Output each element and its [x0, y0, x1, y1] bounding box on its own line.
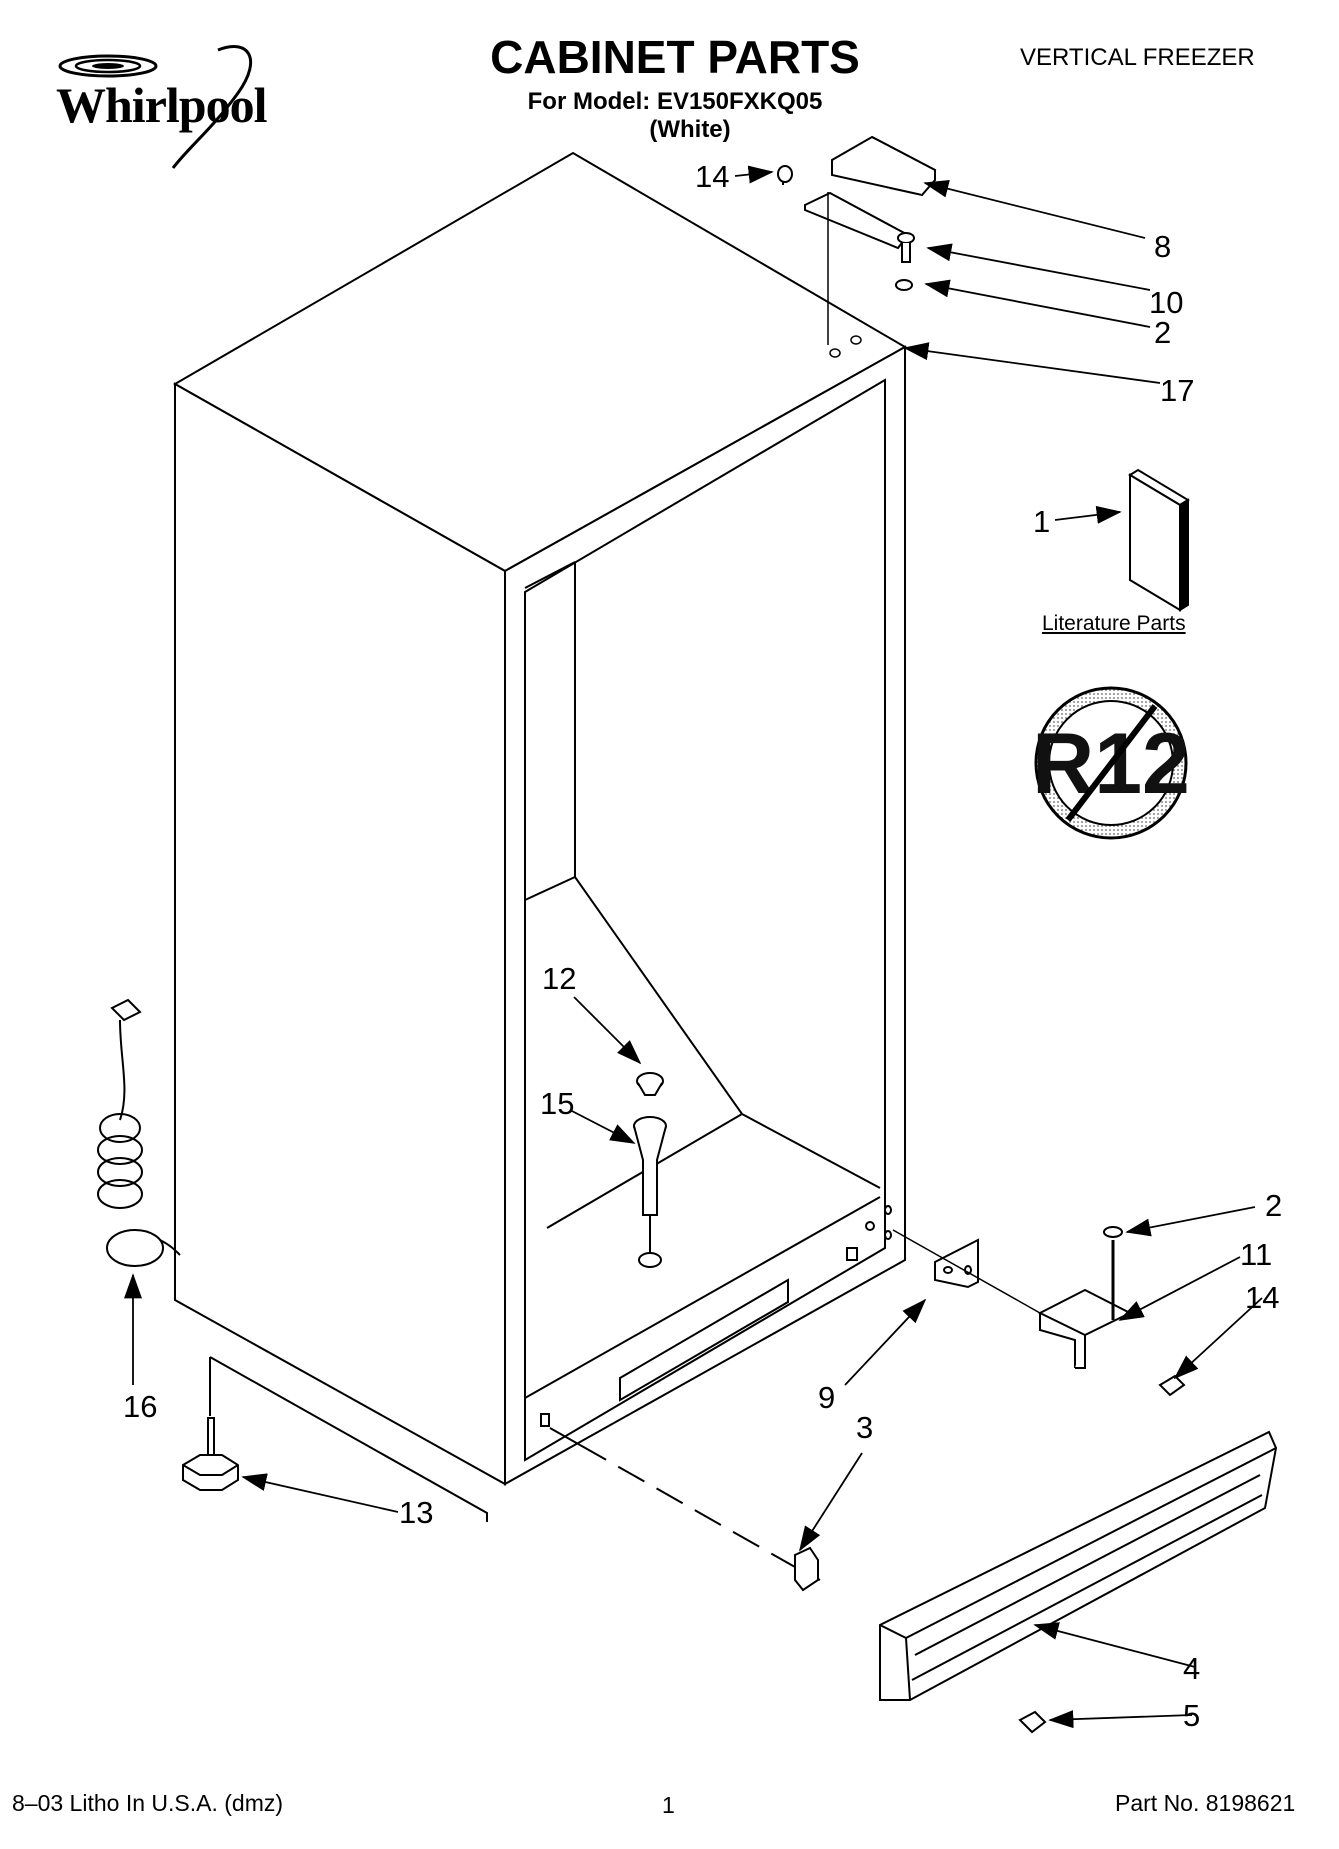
callout-10: 10: [1149, 285, 1184, 320]
cabinet-body: [172, 151, 908, 1522]
callout-15: 15: [540, 1086, 575, 1121]
litho-note: 8–03 Litho In U.S.A. (dmz): [12, 1790, 284, 1816]
callout-3: 3: [856, 1410, 874, 1445]
power-cord: [97, 998, 181, 1267]
product-type: VERTICAL FREEZER: [1020, 44, 1255, 71]
callout-2-top: 2: [1154, 315, 1172, 350]
page-title: CABINET PARTS: [490, 31, 860, 83]
toe-grille-parts: [540, 1413, 1278, 1734]
drain-parts: [633, 1072, 667, 1268]
leader-lines: [124, 165, 1263, 1729]
callout-14-top: 14: [695, 159, 730, 194]
callout-2-bottom: 2: [1265, 1188, 1283, 1223]
callout-5: 5: [1183, 1698, 1201, 1733]
top-hinge-holes: [829, 335, 862, 358]
literature-book: [1128, 468, 1190, 612]
callout-13: 13: [399, 1495, 434, 1530]
bottom-hinge-parts: [846, 1205, 1186, 1397]
leveling-leg: [182, 1417, 239, 1491]
callout-17: 17: [1160, 373, 1195, 408]
whirlpool-logo: Whirlpool: [48, 38, 288, 178]
whirlpool-swirl-icon: [58, 45, 253, 169]
callout-16: 16: [123, 1389, 158, 1424]
no-r12-badge: R12: [1032, 686, 1190, 840]
top-hinge-parts: [777, 135, 937, 345]
callout-4: 4: [1183, 1651, 1201, 1686]
part-number: Part No. 8198621: [1115, 1790, 1296, 1816]
color-line: (White): [649, 116, 731, 143]
literature-parts-label: Literature Parts: [1042, 612, 1186, 635]
page-number: 1: [662, 1792, 675, 1818]
callout-12: 12: [542, 961, 577, 996]
callout-14-bottom: 14: [1245, 1280, 1280, 1315]
callout-9: 9: [818, 1380, 836, 1415]
callout-11: 11: [1240, 1237, 1273, 1272]
brand-name: Whirlpool: [56, 77, 267, 133]
callout-1: 1: [1033, 504, 1051, 539]
callout-8: 8: [1154, 229, 1172, 264]
model-line: For Model: EV150FXKQ05: [527, 88, 823, 115]
